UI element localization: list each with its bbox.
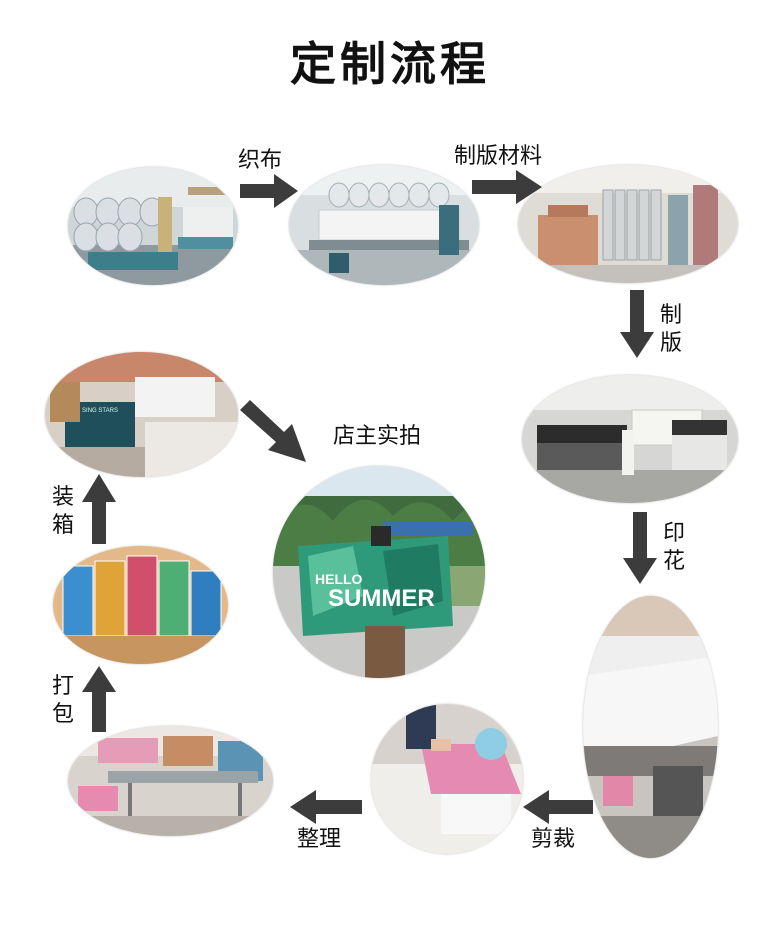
step-label-plate-making: 制 版 bbox=[658, 302, 684, 358]
step-label-plate-material: 制版材料 bbox=[454, 144, 543, 169]
arrow-right-icon bbox=[472, 170, 542, 204]
printing-char-1: 印 bbox=[662, 521, 685, 546]
page-title: 定制流程 bbox=[290, 37, 490, 91]
photo-weaving-machines bbox=[68, 167, 238, 285]
photo-plate-making-workshop bbox=[522, 375, 738, 503]
banner-text-line2: SUMMER bbox=[328, 585, 435, 612]
box-machine-label: SING STARS bbox=[82, 408, 118, 414]
step-label-shop-photo: 店主实拍 bbox=[333, 424, 422, 449]
arrow-diagonal-icon bbox=[240, 400, 306, 462]
arrow-down-icon bbox=[620, 290, 654, 358]
banner-text-line1: HELLO bbox=[315, 571, 363, 587]
photo-boxing-area: SING STARS bbox=[45, 352, 238, 477]
printing-char-2: 花 bbox=[662, 549, 685, 574]
boxing-char-1: 装 bbox=[51, 485, 74, 510]
step-label-packing: 打 包 bbox=[50, 673, 76, 729]
packing-char-1: 打 bbox=[51, 674, 74, 699]
boxing-char-2: 箱 bbox=[51, 513, 74, 538]
plate-making-char-1: 制 bbox=[659, 303, 682, 328]
photo-plate-materials bbox=[518, 165, 738, 283]
arrow-up-icon bbox=[82, 474, 116, 544]
plate-making-char-2: 版 bbox=[659, 331, 682, 356]
step-label-printing: 印 花 bbox=[661, 520, 687, 576]
arrow-left-icon bbox=[523, 790, 593, 824]
photo-sorting-table bbox=[68, 726, 273, 836]
arrow-left-icon bbox=[290, 790, 362, 824]
arrow-down-icon bbox=[623, 512, 657, 584]
photo-shop-owner: HELLO SUMMER bbox=[273, 466, 485, 678]
photo-packed-products bbox=[53, 546, 228, 664]
step-label-sorting: 整理 bbox=[297, 827, 342, 852]
photo-cutting bbox=[371, 704, 523, 854]
packing-char-2: 包 bbox=[51, 702, 74, 727]
step-label-cutting: 剪裁 bbox=[531, 827, 576, 852]
arrow-right-icon bbox=[240, 174, 298, 208]
step-label-boxing: 装 箱 bbox=[50, 484, 76, 540]
step-label-weaving: 织布 bbox=[238, 148, 283, 173]
arrow-up-icon bbox=[82, 666, 116, 732]
photo-loom bbox=[289, 165, 479, 285]
photo-printing-machine bbox=[583, 596, 718, 858]
